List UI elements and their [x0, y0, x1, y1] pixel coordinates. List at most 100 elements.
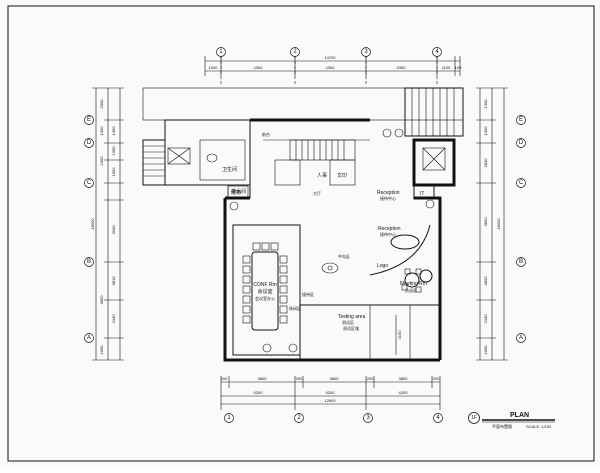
right-dim-4: 3800 [483, 217, 488, 227]
plant-icons [229, 128, 435, 353]
interior-dim: 3150 [397, 330, 402, 340]
reception-curved-wall [369, 224, 431, 276]
reception2-label: Reception [378, 226, 401, 232]
right-grid-bubbles: E D C B A [516, 115, 526, 343]
top-dim-1: 1000 [209, 65, 219, 70]
corridor-label-1: 接待区 [302, 291, 314, 297]
reception-label: Reception [377, 190, 400, 196]
upper-zone [142, 87, 464, 121]
left-dim-6: 1350 [111, 167, 116, 177]
bottom-dimension-chain: 200 3800 200 3800 200 3800 200 4200 4200… [221, 376, 441, 410]
grid-bubble-1 [216, 47, 226, 57]
left-dim-2: 1400 [111, 126, 116, 136]
tea-label: 茶水间 [231, 188, 246, 195]
stair-central [289, 139, 356, 161]
washroom [199, 139, 246, 181]
title-badge-label: 1F [471, 415, 477, 421]
bottom-dim-r1-2: 3800 [258, 376, 268, 381]
elevator-right [412, 138, 456, 187]
right-dim-5: 4800 [483, 276, 488, 286]
bottom-dim-r1-4: 3800 [330, 376, 340, 381]
stair-treads-right [411, 88, 455, 136]
grid-label-right-b: B [519, 259, 523, 265]
left-dim-7: 3040 [111, 225, 116, 235]
left-grid-bubbles: E D C B A [84, 115, 94, 343]
grid-label-right-c: C [519, 180, 524, 186]
meeting-table [404, 272, 420, 288]
grid-label-left-e: E [87, 117, 91, 123]
top-total-dim: 14700 [324, 55, 336, 60]
corridor-label-2: 休闲区 [289, 305, 301, 311]
grid-label-left-b: B [87, 259, 91, 265]
right-dim-2: 1400 [483, 126, 488, 136]
conf-room-label: CONF Rm [253, 282, 276, 288]
grid-label-left-d: D [87, 140, 92, 146]
left-dimension-chain: 2000 1400 1400 2400 1300 1350 3040 3810 … [90, 87, 124, 361]
top-dim-2: 4300 [254, 65, 264, 70]
conference-table-group: CONF Rm 会议室 会议室办公 [242, 242, 288, 331]
conference-room [232, 224, 301, 356]
grid-label-top-2: 2 [293, 49, 297, 55]
left-dim-1: 2000 [99, 99, 104, 109]
left-dim-5: 1300 [111, 146, 116, 156]
plan-scale: SCALE: 1/100 [526, 424, 552, 429]
bottom-dim-r1-1: 200 [221, 376, 228, 381]
grid-label-bottom-2: 2 [297, 415, 301, 421]
meeting-room-label: Meeting Rm [400, 281, 427, 287]
sheet-border [7, 5, 595, 462]
building-structure: 卫生间 茶水间 人事 文印 IT 储物 [142, 87, 464, 362]
testing-area: Testing area 测试区 测试区域 3150 [338, 314, 402, 355]
stair-treads-left [143, 145, 165, 177]
admin-label: 人事 [317, 172, 327, 179]
central-feature: 中岛区 [321, 253, 350, 274]
staircase-upper-right [404, 87, 464, 137]
right-dimension-chain: 1300 1400 2840 3800 4800 2440 1090 18600 [476, 87, 508, 361]
hall-label: 大厅 [313, 190, 321, 196]
grid-bubble-3 [361, 47, 371, 57]
left-dim-4: 2400 [99, 156, 104, 166]
right-dim-1: 1300 [483, 99, 488, 109]
meeting-room-label-cn: 洽谈区 [405, 287, 417, 293]
reception-label-cn: 接待中心 [380, 195, 396, 201]
grid-label-bottom-1: 1 [227, 415, 231, 421]
top-dim-3: 4300 [326, 65, 336, 70]
testing-area-label: Testing area [338, 314, 365, 320]
grid-label-right-a: A [519, 335, 523, 341]
wc-label: 卫生间 [222, 166, 237, 173]
left-dim-3: 1400 [99, 126, 104, 136]
bottom-dim-r2-2: 4200 [326, 390, 336, 395]
right-dim-7: 1090 [483, 345, 488, 355]
center-label-cn: 中岛区 [338, 253, 350, 259]
conference-chairs [242, 242, 288, 324]
hall-wall-left [223, 198, 300, 362]
grid-label-top-1: 1 [219, 49, 223, 55]
conf-room-sub: 会议室办公 [255, 295, 275, 301]
conf-room-label-cn: 会议室 [257, 288, 272, 295]
meeting-area: Meeting Rm 洽谈区 [400, 268, 433, 293]
bottom-dim-r1-3: 200 [296, 376, 303, 381]
grid-label-top-4: 4 [435, 49, 439, 55]
reception2-label-cn: 接待中心 [380, 231, 396, 237]
stair-treads-central [295, 140, 345, 160]
bottom-grid-bubbles: 1 2 3 4 [224, 413, 443, 423]
staircase-left [142, 139, 166, 186]
hall-wall-right [414, 196, 442, 360]
reception-desk [390, 234, 420, 250]
right-dim-6: 2440 [483, 314, 488, 324]
left-dim-11: 1090 [99, 345, 104, 355]
conference-table [251, 251, 279, 331]
right-dim-3: 2840 [483, 158, 488, 168]
top-dim-6: 100 [455, 65, 462, 70]
store-label: 储物 [231, 189, 241, 196]
top-dim-4: 4300 [397, 65, 407, 70]
archive-label: 文印 [337, 172, 347, 179]
top-grid-bubbles: 1 2 3 4 [216, 47, 442, 85]
grid-label-bottom-3: 3 [366, 415, 370, 421]
bottom-dim-r2-3: 4200 [399, 390, 409, 395]
elevator-left [167, 147, 191, 165]
grid-label-bottom-4: 4 [436, 415, 440, 421]
testing-area-label-cn: 测试区 [342, 319, 354, 325]
reception-area: Reception 接待中心 Reception 接待中心 Logo [369, 190, 431, 276]
plan-subtitle: 平面布置图 [492, 423, 512, 429]
